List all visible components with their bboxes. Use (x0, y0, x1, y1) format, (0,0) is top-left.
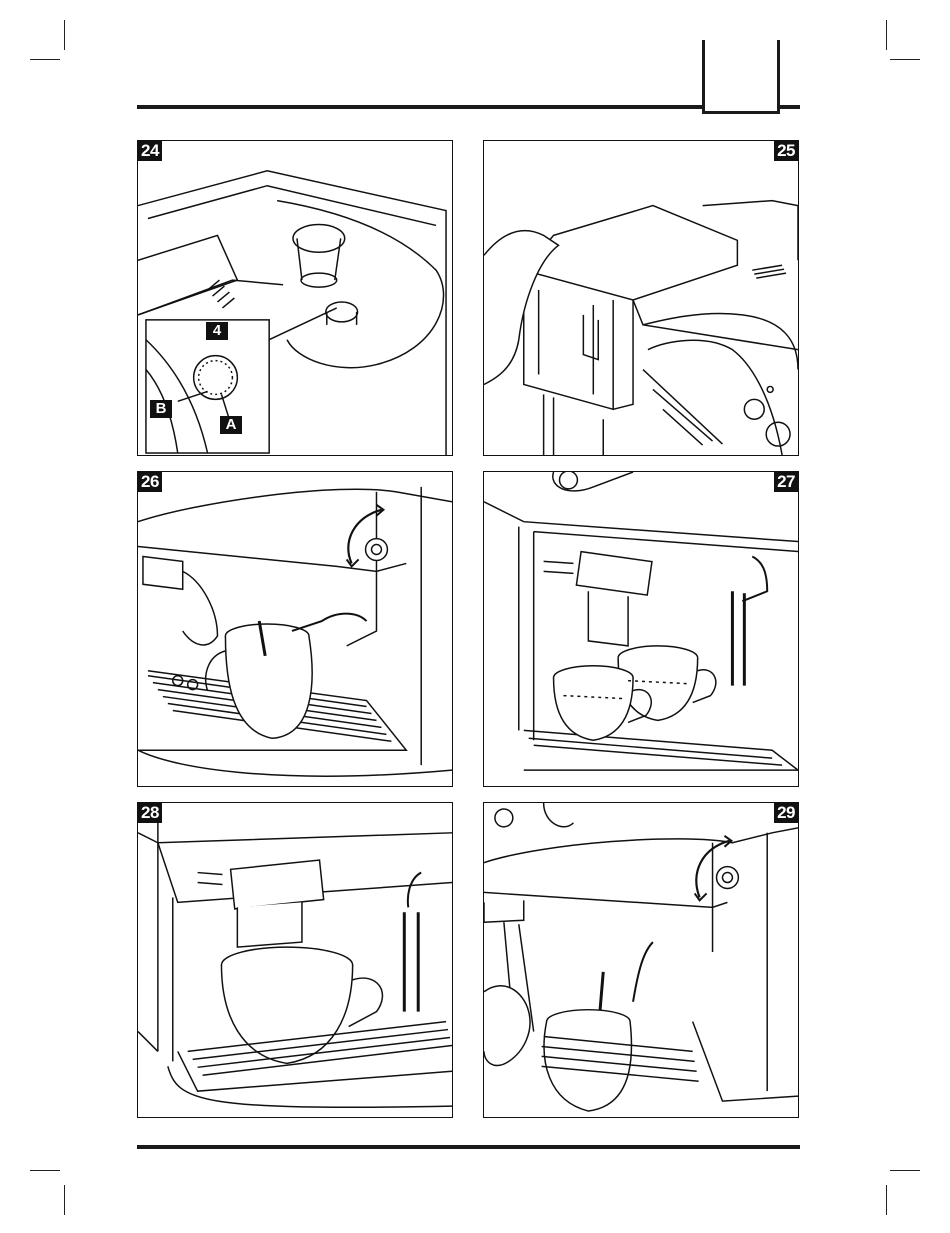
figure-25: 25 (483, 140, 799, 456)
figure-27: 27 (483, 471, 799, 787)
figure-number: 27 (774, 472, 798, 492)
figure-29: 29 (483, 802, 799, 1118)
callout-b: B (150, 400, 172, 418)
crop-mark (890, 1170, 920, 1171)
figure-28: 28 (137, 802, 453, 1118)
crop-mark (886, 1185, 887, 1215)
callout-a: A (220, 416, 242, 434)
crop-mark (64, 20, 65, 50)
figure-number: 26 (138, 472, 162, 492)
crop-mark (886, 20, 887, 50)
figure-number: 25 (774, 141, 798, 161)
water-tank-illustration (484, 141, 798, 455)
single-cup-illustration (138, 803, 452, 1117)
frothing-jug-illustration (484, 803, 798, 1117)
crop-mark (30, 1170, 60, 1171)
footer-rule (137, 1145, 800, 1149)
language-tab (702, 40, 780, 114)
figure-number: 24 (138, 141, 162, 161)
callout-4: 4 (206, 322, 228, 340)
two-cups-illustration (484, 472, 798, 786)
crop-mark (890, 59, 920, 60)
figure-number: 29 (774, 803, 798, 823)
figure-number: 28 (138, 803, 162, 823)
figure-24: 24 4 B A (137, 140, 453, 456)
crop-mark (64, 1185, 65, 1215)
crop-mark (30, 59, 60, 60)
steam-wand-jug-illustration (138, 472, 452, 786)
grinder-dial-illustration (138, 141, 452, 455)
header-rule (137, 105, 800, 109)
figure-26: 26 (137, 471, 453, 787)
